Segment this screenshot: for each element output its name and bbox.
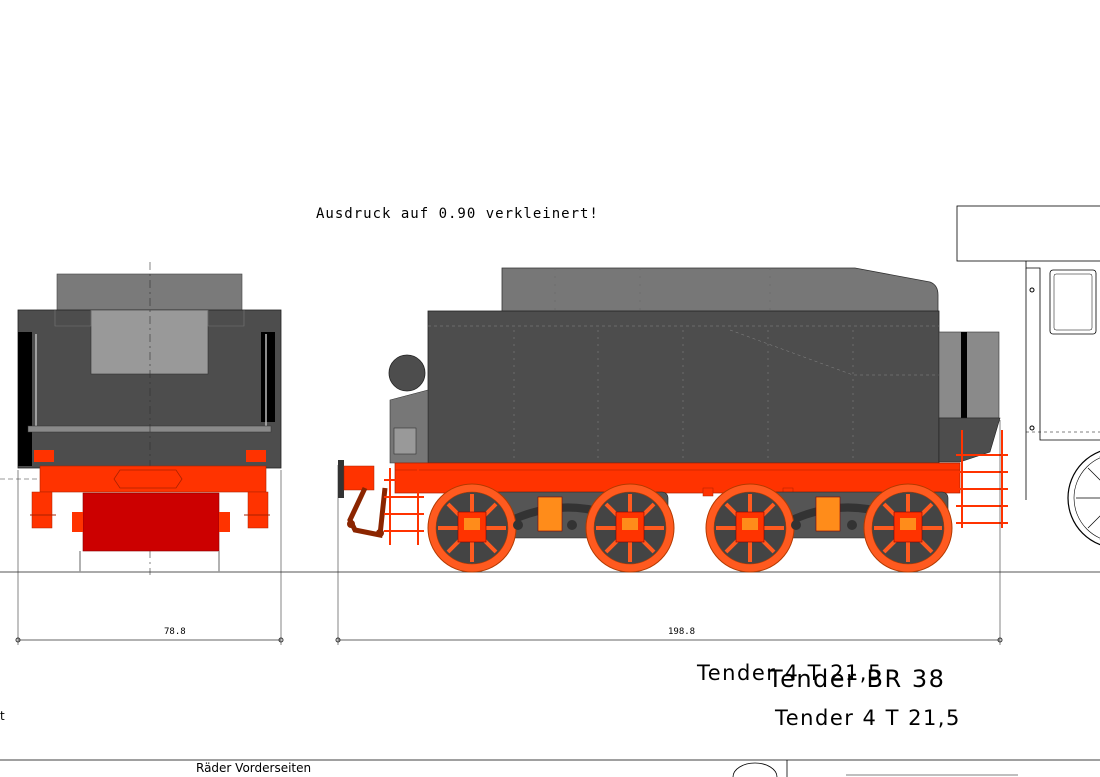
print-scale-note: Ausdruck auf 0.90 verkleinert! <box>316 206 599 222</box>
tender-front-view <box>0 262 282 575</box>
locomotive-cab-fragment <box>956 205 1100 546</box>
title-block: Räder Vorderseiten <box>0 759 1100 777</box>
wheel <box>427 483 517 573</box>
subtitle: Tender 4 T 21,5 <box>774 706 961 730</box>
rear-bogie <box>705 483 953 573</box>
front-width-dimension: 78.8 <box>15 470 284 645</box>
side-length-dimension: 198.8 <box>335 420 1003 645</box>
main-title: Tender BR 38 <box>767 665 945 693</box>
wheel-front-label: Räder Vorderseiten <box>196 761 311 775</box>
side-length-value: 198.8 <box>668 627 695 637</box>
wheel <box>585 483 675 573</box>
front-bogie <box>427 483 675 573</box>
wheel <box>863 483 953 573</box>
edge-text-fragment: t <box>0 709 5 723</box>
tender-side-view <box>338 267 1008 573</box>
wheel <box>705 483 795 573</box>
front-width-value: 78.8 <box>164 627 186 637</box>
overlap-title: Tender 4 T 21,5 <box>696 661 883 685</box>
